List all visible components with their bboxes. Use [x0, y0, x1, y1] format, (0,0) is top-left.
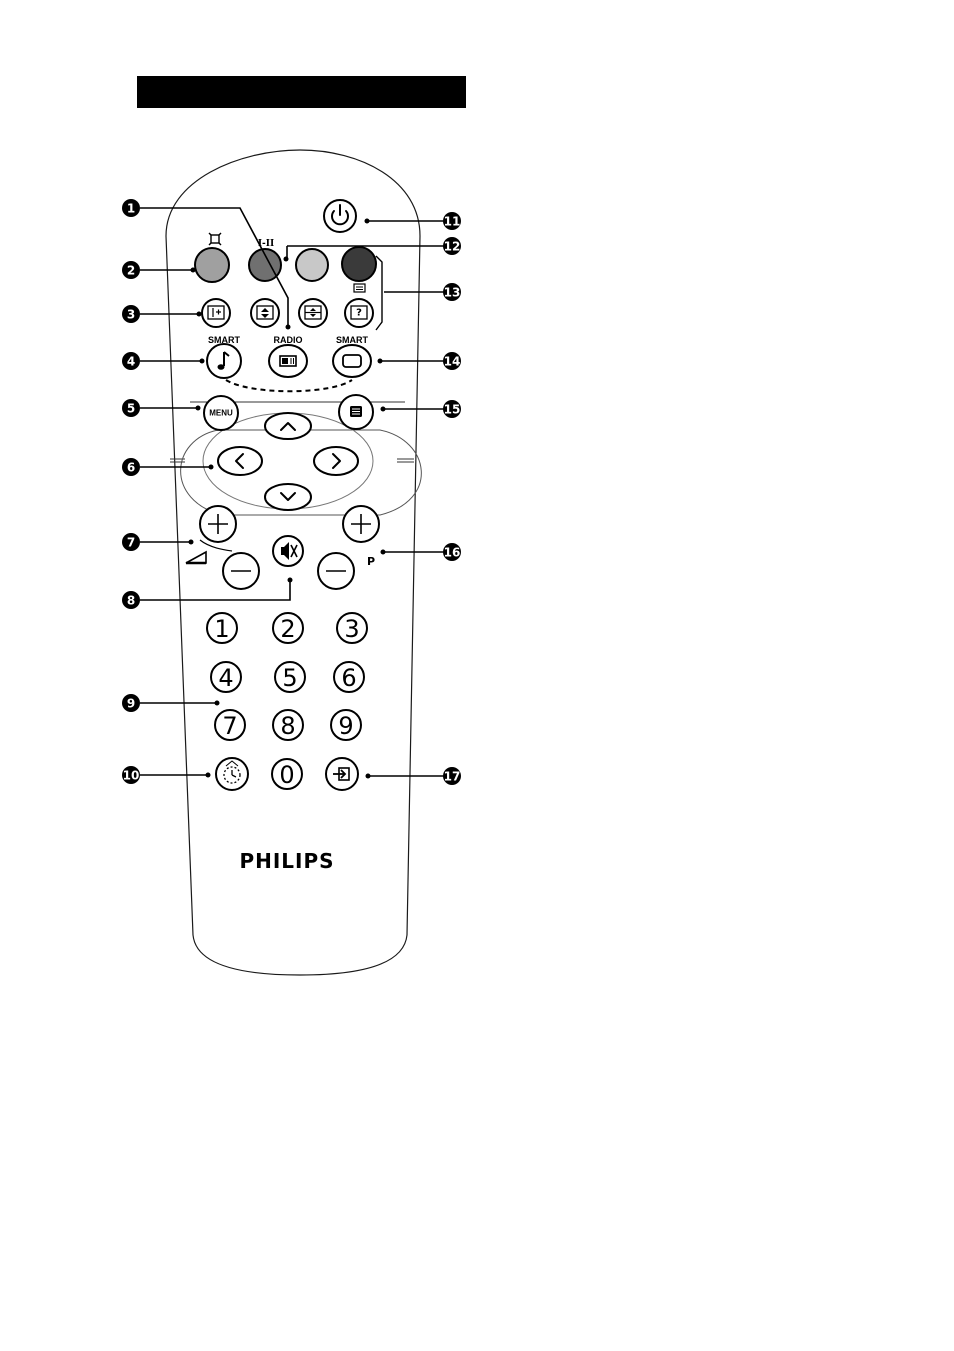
- svg-text:17: 17: [444, 770, 461, 784]
- number-key-label: 9: [338, 712, 353, 740]
- svg-text:14: 14: [444, 355, 461, 369]
- radio-button[interactable]: [269, 345, 307, 377]
- program-up-button[interactable]: [343, 506, 379, 542]
- callout-7: 7: [122, 533, 140, 551]
- svg-text:8: 8: [127, 594, 135, 608]
- svg-text:15: 15: [444, 403, 461, 417]
- number-key-1[interactable]: 1: [207, 613, 237, 643]
- callout-4: 4: [122, 352, 140, 370]
- blue-key[interactable]: [342, 247, 376, 281]
- smart-sound-button[interactable]: [207, 344, 241, 378]
- svg-text:13: 13: [444, 286, 461, 300]
- number-key-label: 5: [282, 664, 297, 692]
- teletext-reveal-button[interactable]: ?: [345, 299, 373, 327]
- callout-6: 6: [122, 458, 140, 476]
- teletext-mix-button[interactable]: [299, 299, 327, 327]
- callout-2: 2: [122, 261, 140, 279]
- program-down-button[interactable]: [318, 553, 354, 589]
- svg-text:4: 4: [127, 355, 135, 369]
- menu-button-label: MENU: [209, 409, 233, 418]
- svg-text:16: 16: [444, 546, 461, 560]
- teletext-hold-button[interactable]: [202, 299, 230, 327]
- smart-picture-label: SMART: [336, 335, 368, 345]
- number-key-label: 2: [280, 615, 295, 643]
- callout-11: 11: [443, 212, 461, 230]
- number-key-7[interactable]: 7: [215, 710, 245, 740]
- number-key-9[interactable]: 9: [331, 710, 361, 740]
- number-key-8[interactable]: 8: [273, 710, 303, 740]
- callout-10: 10: [122, 766, 140, 784]
- number-key-4[interactable]: 4: [211, 662, 241, 692]
- volume-up-button[interactable]: [200, 506, 236, 542]
- callout-5: 5: [122, 399, 140, 417]
- number-key-label: 7: [222, 712, 237, 740]
- svg-text:7: 7: [127, 536, 135, 550]
- number-key-6[interactable]: 6: [334, 662, 364, 692]
- svg-text:5: 5: [127, 402, 135, 416]
- callout-17: 17: [443, 767, 461, 785]
- number-key-label: 0: [279, 761, 294, 789]
- callout-3: 3: [122, 305, 140, 323]
- svg-text:1: 1: [127, 202, 135, 216]
- number-key-label: 6: [341, 664, 356, 692]
- callout-9: 9: [122, 694, 140, 712]
- svg-text:?: ?: [356, 308, 362, 319]
- volume-down-button[interactable]: [223, 553, 259, 589]
- red-key[interactable]: [195, 248, 229, 282]
- svg-text:10: 10: [123, 769, 140, 783]
- svg-text:12: 12: [444, 240, 461, 254]
- callout-8: 8: [122, 591, 140, 609]
- number-key-label: 1: [214, 615, 229, 643]
- menu-button[interactable]: MENU: [204, 396, 238, 430]
- power-button[interactable]: [324, 200, 356, 232]
- callout-13: 13: [443, 283, 461, 301]
- cursor-right-button[interactable]: [314, 447, 358, 475]
- svg-text:6: 6: [127, 461, 135, 475]
- svg-text:9: 9: [127, 697, 135, 711]
- callout-14: 14: [443, 352, 461, 370]
- number-key-label: 4: [218, 664, 233, 692]
- sleep-timer-button[interactable]: [216, 758, 248, 790]
- callout-16: 16: [443, 543, 461, 561]
- mute-button[interactable]: [273, 536, 303, 566]
- av-input-button[interactable]: [326, 758, 358, 790]
- svg-text:3: 3: [127, 308, 135, 322]
- cursor-left-button[interactable]: [218, 447, 262, 475]
- number-key-3[interactable]: 3: [337, 613, 367, 643]
- svg-text:11: 11: [444, 215, 461, 229]
- number-key-label: 3: [344, 615, 359, 643]
- teletext-enlarge-button[interactable]: [251, 299, 279, 327]
- number-key-2[interactable]: 2: [273, 613, 303, 643]
- callout-15: 15: [443, 400, 461, 418]
- callout-12: 12: [443, 237, 461, 255]
- program-label: P: [367, 555, 375, 568]
- number-key-5[interactable]: 5: [275, 662, 305, 692]
- number-key-label: 8: [280, 712, 295, 740]
- yellow-key[interactable]: [296, 249, 328, 281]
- brand-logo: PHILIPS: [239, 849, 334, 873]
- smart-picture-button[interactable]: [333, 345, 371, 377]
- number-key-0[interactable]: 0: [272, 759, 302, 789]
- teletext-button[interactable]: [339, 395, 373, 429]
- svg-text:2: 2: [127, 264, 135, 278]
- callout-1: 1: [122, 199, 140, 217]
- cursor-up-button[interactable]: [265, 413, 311, 439]
- radio-label: RADIO: [274, 335, 303, 345]
- cursor-down-button[interactable]: [265, 484, 311, 510]
